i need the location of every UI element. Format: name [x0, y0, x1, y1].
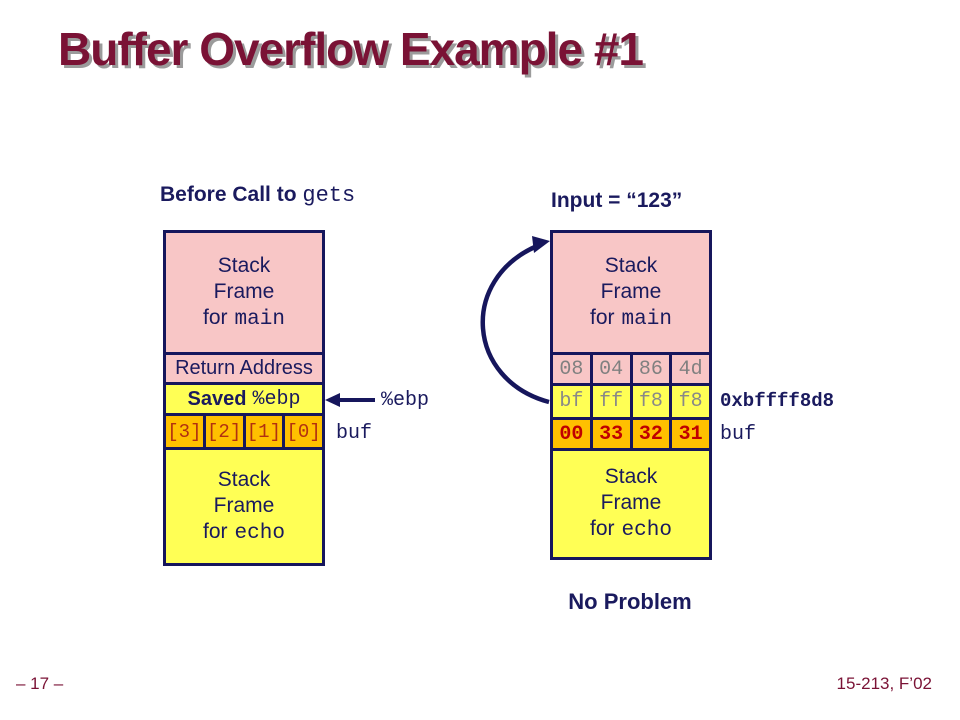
frame-line: Stack: [604, 465, 658, 488]
hex-cell: 86: [629, 352, 673, 386]
frame-line: Stack: [217, 253, 271, 277]
right-stack-diagram: Stack Frame for main 08 04 86 4d bf ff f…: [550, 230, 712, 560]
right-buf-label: buf: [720, 423, 757, 446]
frame-fn-name: main: [621, 307, 672, 331]
frame-fn-name: echo: [621, 519, 672, 542]
buf-cell: [2]: [202, 413, 246, 450]
hex-row-saved-ebp: bf ff f8 f8: [550, 383, 712, 420]
hex-cell: 32: [629, 417, 673, 451]
right-diagram-header: Input = “123”: [551, 189, 682, 213]
hex-cell: ff: [589, 383, 633, 420]
hex-row-return-address: 08 04 86 4d: [550, 352, 712, 386]
right-header-text: Input = “123”: [551, 189, 683, 212]
hex-cell: 33: [589, 417, 633, 451]
hex-cell: bf: [550, 383, 593, 420]
left-stack-diagram: Stack Frame for main Return Address Save…: [163, 230, 325, 566]
frame-fn-name: echo: [234, 521, 285, 545]
buf-cell: [0]: [282, 413, 325, 450]
hex-cell: 00: [550, 417, 593, 451]
ebp-arrow-icon: [325, 393, 375, 407]
left-header-text: Before Call to: [160, 183, 297, 206]
left-main-frame: Stack Frame for main: [163, 230, 325, 355]
frame-for: for: [590, 305, 615, 329]
saved-ebp-row: Saved %ebp: [163, 382, 325, 416]
frame-line: Stack: [217, 467, 271, 491]
frame-fn-line: for main: [590, 305, 672, 333]
frame-line: Frame: [213, 279, 275, 303]
hex-cell: f8: [629, 383, 673, 420]
frame-fn-line: for echo: [590, 516, 672, 544]
page-number: – 17 –: [16, 674, 64, 693]
frame-for: for: [203, 519, 228, 543]
frame-fn-line: for echo: [203, 519, 285, 547]
frame-fn-name: main: [234, 307, 285, 331]
slide-title: Buffer Overflow Example #1: [58, 23, 644, 75]
frame-line: Frame: [600, 279, 662, 303]
frame-line: Frame: [213, 493, 275, 517]
frame-line: Stack: [604, 253, 658, 277]
saved-label: Saved: [187, 387, 247, 410]
left-header-code: gets: [302, 183, 356, 208]
hex-row-buf: 00 33 32 31: [550, 417, 712, 451]
address-label: 0xbffff8d8: [720, 390, 835, 412]
frame-for: for: [203, 305, 228, 329]
saved-ebp-pointer-arrow-icon: [480, 236, 550, 405]
buf-cell: [3]: [163, 413, 206, 450]
frame-line: Frame: [600, 491, 662, 514]
left-echo-frame: Stack Frame for echo: [163, 447, 325, 566]
no-problem-caption: No Problem: [568, 589, 692, 614]
hex-cell: 04: [589, 352, 633, 386]
return-address-row: Return Address: [163, 352, 325, 385]
right-main-frame: Stack Frame for main: [550, 230, 712, 355]
hex-cell: 08: [550, 352, 593, 386]
frame-fn-line: for main: [203, 305, 285, 333]
course-label: 15-213, F’02: [836, 674, 932, 693]
ebp-pointer-label: %ebp: [381, 389, 430, 412]
left-buf-row: [3] [2] [1] [0]: [163, 413, 325, 450]
return-address-label: Return Address: [175, 357, 313, 379]
right-echo-frame: Stack Frame for echo: [550, 448, 712, 560]
hex-cell: 4d: [669, 352, 712, 386]
left-buf-label: buf: [336, 422, 373, 445]
hex-cell: 31: [669, 417, 712, 451]
buf-cell: [1]: [242, 413, 286, 450]
saved-reg: %ebp: [252, 387, 301, 411]
left-diagram-header: Before Call to gets: [160, 183, 355, 208]
hex-cell: f8: [669, 383, 712, 420]
frame-for: for: [590, 517, 615, 540]
